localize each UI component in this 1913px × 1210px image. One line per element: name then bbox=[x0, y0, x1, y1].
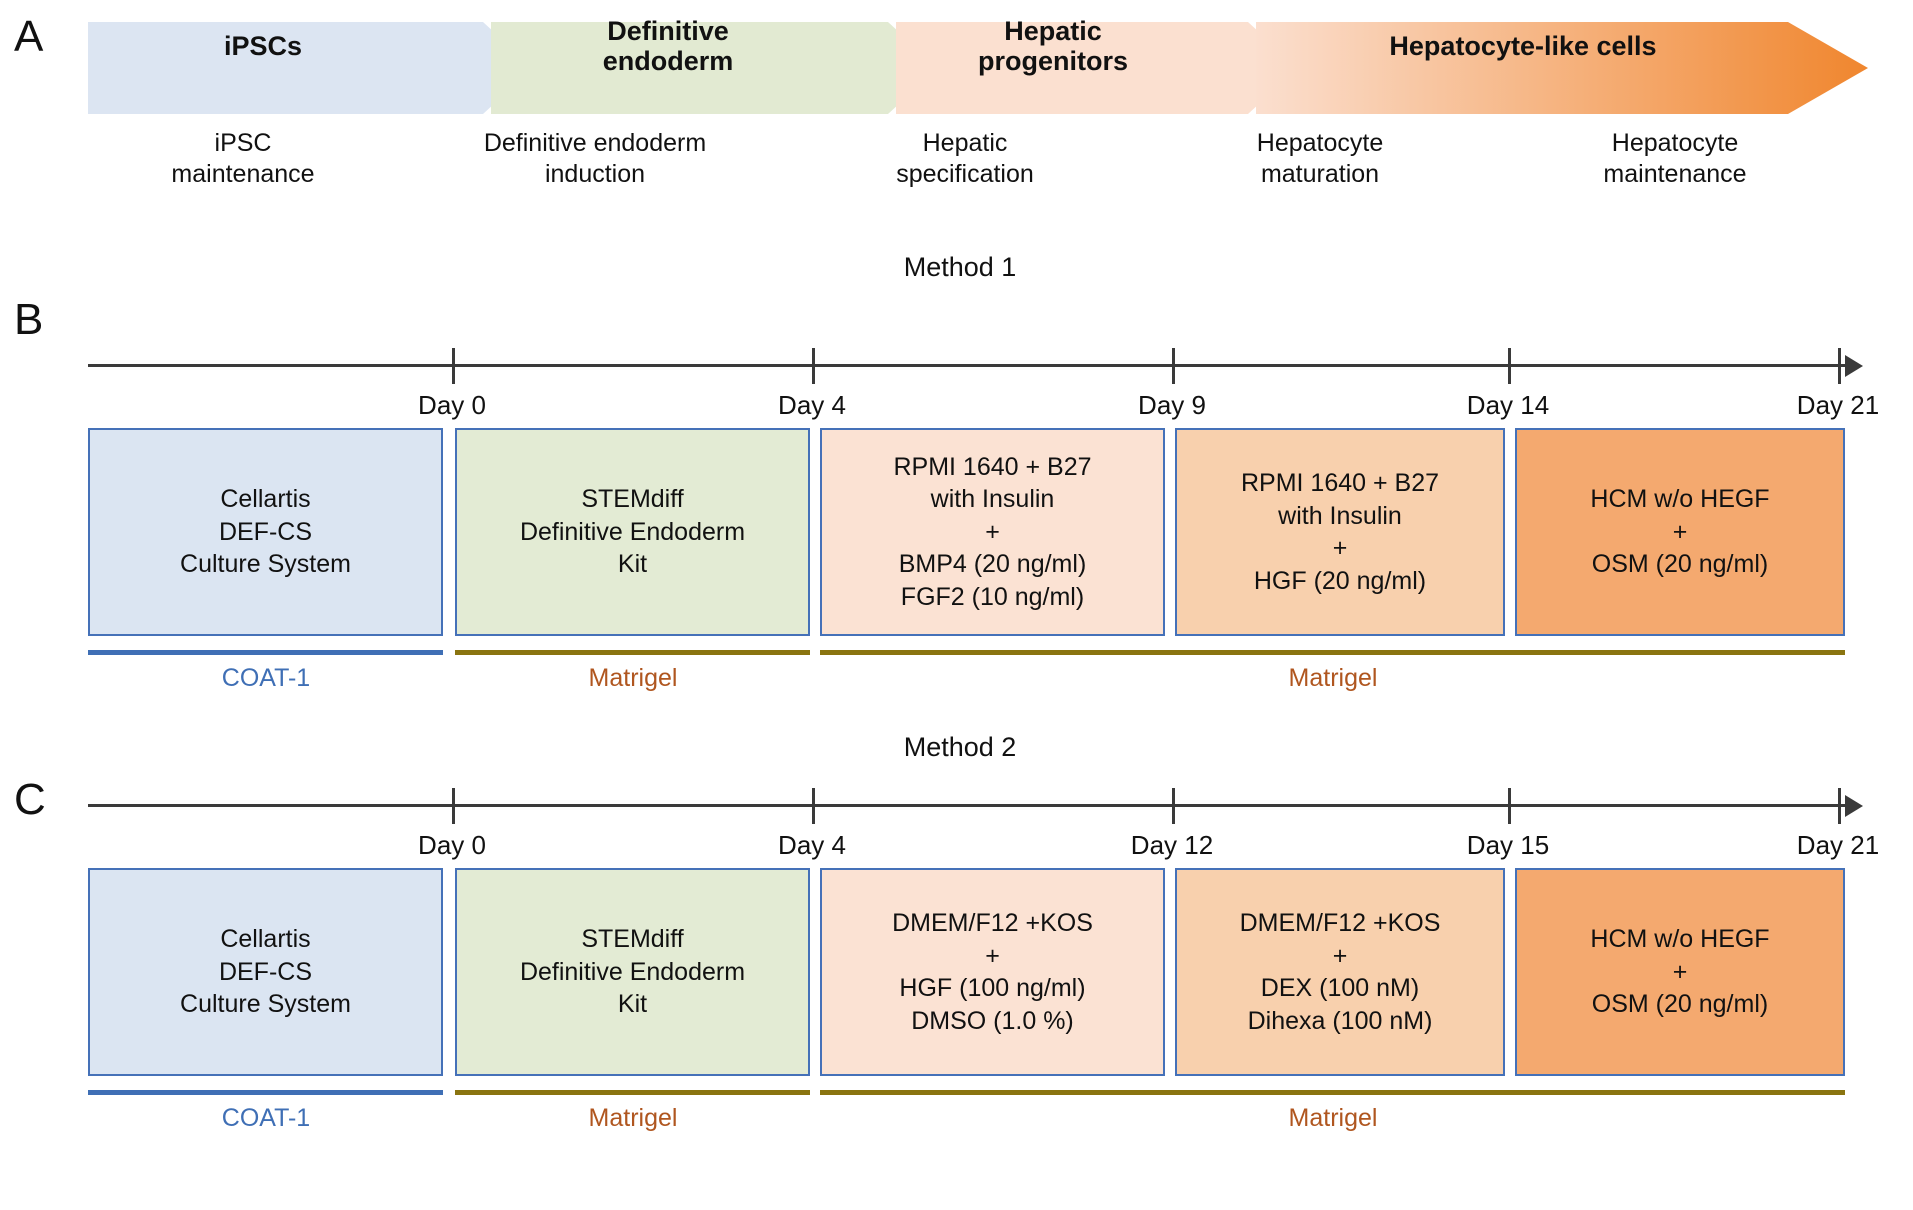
panel-b-box-hepatic-spec-medium: RPMI 1640 + B27 with Insulin + BMP4 (20 … bbox=[820, 428, 1165, 636]
panel-b-box-maintenance-medium: HCM w/o HEGF + OSM (20 ng/ml) bbox=[1515, 428, 1845, 636]
panel-b-daylabel-4: Day 21 bbox=[1796, 390, 1880, 420]
panel-b-coating-label-matrigel-1: Matrigel bbox=[588, 664, 678, 692]
panel-b-coating-label-coat1: COAT-1 bbox=[221, 664, 311, 692]
panel-c-box-ipsc-medium: Cellartis DEF-CS Culture System bbox=[88, 868, 443, 1076]
panel-b-box-de-medium: STEMdiff Definitive Endoderm Kit bbox=[455, 428, 810, 636]
panel-b-tick-day21 bbox=[1838, 348, 1841, 384]
panel-c-box-maturation-medium: DMEM/F12 +KOS + DEX (100 nM) Dihexa (100… bbox=[1175, 868, 1505, 1076]
stage-caption-hepatic-specification: Hepatic specification bbox=[896, 129, 1034, 189]
panel-b-method-title: Method 1 bbox=[903, 252, 1017, 282]
panel-c-box-maintenance-medium: HCM w/o HEGF + OSM (20 ng/ml) bbox=[1515, 868, 1845, 1076]
stage-caption-de-induction: Definitive endoderm induction bbox=[483, 129, 707, 189]
stage-caption-hepatocyte-maturation: Hepatocyte maturation bbox=[1256, 129, 1384, 189]
panel-c-daylabel-3: Day 15 bbox=[1466, 830, 1550, 860]
panel-b-daylabel-2: Day 9 bbox=[1138, 390, 1206, 420]
panel-b-tick-day0 bbox=[452, 348, 455, 384]
panel-c-coating-label-matrigel-1: Matrigel bbox=[588, 1104, 678, 1132]
panel-c-box-hepatic-spec-medium: DMEM/F12 +KOS + HGF (100 ng/ml) DMSO (1.… bbox=[820, 868, 1165, 1076]
panel-b-letter: B bbox=[14, 295, 44, 344]
panel-b-coating-bar-matrigel-2 bbox=[820, 650, 1845, 655]
panel-c-daylabel-2: Day 12 bbox=[1130, 830, 1214, 860]
panel-b-timeline-axis bbox=[88, 364, 1858, 367]
panel-b-daylabel-3: Day 14 bbox=[1466, 390, 1550, 420]
panel-c-tick-day15 bbox=[1508, 788, 1511, 824]
panel-c-tick-day21 bbox=[1838, 788, 1841, 824]
panel-c-coating-label-matrigel-2: Matrigel bbox=[1288, 1104, 1378, 1132]
panel-b-timeline-arrowhead-icon bbox=[1845, 355, 1863, 377]
panel-c-daylabel-4: Day 21 bbox=[1796, 830, 1880, 860]
panel-c-daylabel-0: Day 0 bbox=[418, 830, 486, 860]
panel-c-timeline-axis bbox=[88, 804, 1858, 807]
panel-b-tick-day14 bbox=[1508, 348, 1511, 384]
stage-caption-ipsc-maintenance: iPSC maintenance bbox=[171, 129, 315, 189]
panel-c-tick-day0 bbox=[452, 788, 455, 824]
panel-c-method-title: Method 2 bbox=[903, 732, 1017, 762]
panel-b-box-ipsc-medium: Cellartis DEF-CS Culture System bbox=[88, 428, 443, 636]
panel-b-coating-bar-coat1 bbox=[88, 650, 443, 655]
panel-c-timeline-arrowhead-icon bbox=[1845, 795, 1863, 817]
panel-b-daylabel-1: Day 4 bbox=[778, 390, 846, 420]
stage-caption-hepatocyte-maintenance: Hepatocyte maintenance bbox=[1603, 129, 1747, 189]
panel-b-coating-bar-matrigel-1 bbox=[455, 650, 810, 655]
panel-a-letter: A bbox=[14, 12, 44, 61]
panel-c-daylabel-1: Day 4 bbox=[778, 830, 846, 860]
panel-c-box-de-medium: STEMdiff Definitive Endoderm Kit bbox=[455, 868, 810, 1076]
panel-b-tick-day9 bbox=[1172, 348, 1175, 384]
panel-c-tick-day4 bbox=[812, 788, 815, 824]
panel-c-coating-label-coat1: COAT-1 bbox=[221, 1104, 311, 1132]
panel-c-tick-day12 bbox=[1172, 788, 1175, 824]
panel-a: A iPSCs Definitive endoderm Hepatic prog… bbox=[0, 0, 1913, 225]
panel-c-letter: C bbox=[14, 775, 46, 824]
panel-b-box-maturation-medium: RPMI 1640 + B27 with Insulin + HGF (20 n… bbox=[1175, 428, 1505, 636]
panel-b-coating-label-matrigel-2: Matrigel bbox=[1288, 664, 1378, 692]
panel-c-coating-bar-coat1 bbox=[88, 1090, 443, 1095]
panel-b-daylabel-0: Day 0 bbox=[418, 390, 486, 420]
panel-c-coating-bar-matrigel-2 bbox=[820, 1090, 1845, 1095]
panel-c-coating-bar-matrigel-1 bbox=[455, 1090, 810, 1095]
panel-a-chevron-arrow bbox=[88, 22, 1868, 114]
panel-b-tick-day4 bbox=[812, 348, 815, 384]
